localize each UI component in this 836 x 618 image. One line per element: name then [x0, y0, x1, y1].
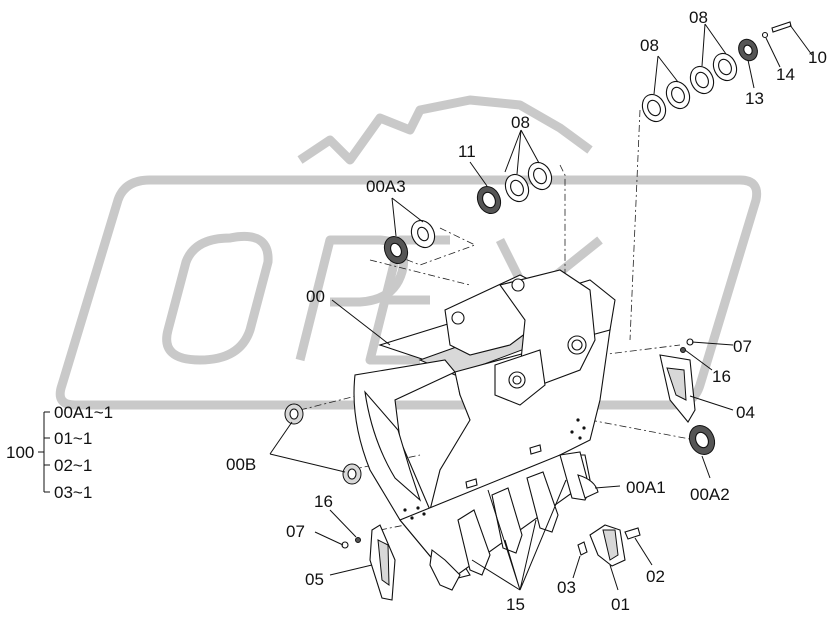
label-04: 04 — [736, 403, 755, 422]
label-07-left: 07 — [286, 522, 305, 541]
label-00A3: 00A3 — [366, 177, 406, 196]
legend-item-0: 00A1~1 — [54, 403, 113, 422]
watermark-logo — [55, 95, 762, 410]
label-03: 03 — [557, 578, 576, 597]
label-15: 15 — [506, 595, 525, 614]
label-00A2: 00A2 — [690, 485, 730, 504]
legend-item-1: 01~1 — [54, 429, 92, 448]
label-00A1: 00A1 — [626, 478, 666, 497]
label-08-center: 08 — [511, 113, 530, 132]
label-16-left: 16 — [314, 492, 333, 511]
label-08-top: 08 — [689, 8, 708, 27]
bucket-body — [353, 269, 616, 581]
leader-lines — [38, 23, 813, 591]
label-00: 00 — [306, 287, 325, 306]
assembly-legend: 100 00A1~1 01~1 02~1 03~1 — [6, 403, 113, 502]
part-labels: 10 14 13 08 08 08 11 00A3 00 07 16 04 00… — [226, 8, 827, 614]
label-05: 05 — [305, 570, 324, 589]
label-08-mid: 08 — [640, 36, 659, 55]
legend-group-number: 100 — [6, 443, 34, 462]
side-cutters — [369, 354, 696, 601]
label-14: 14 — [776, 65, 795, 84]
label-10: 10 — [808, 48, 827, 67]
label-11: 11 — [458, 142, 476, 161]
label-01: 01 — [611, 595, 630, 614]
label-16-right: 16 — [712, 367, 731, 386]
legend-item-3: 03~1 — [54, 483, 92, 502]
center-lines — [299, 109, 696, 531]
label-02: 02 — [646, 567, 665, 586]
bucket-teeth — [429, 444, 641, 591]
label-07-right: 07 — [733, 337, 752, 356]
label-13: 13 — [745, 89, 764, 108]
washers-and-bushings — [284, 21, 792, 549]
label-00B: 00B — [226, 455, 256, 474]
legend-item-2: 02~1 — [54, 456, 92, 475]
